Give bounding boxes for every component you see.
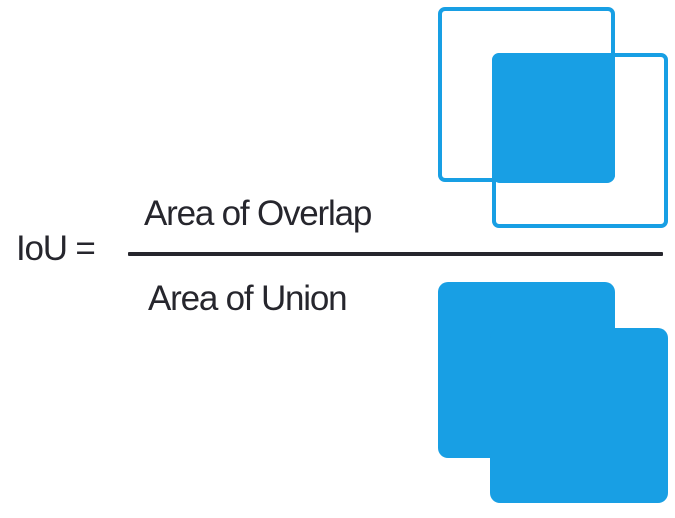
formula-lhs: IoU = — [16, 229, 96, 268]
union-box-b — [490, 328, 668, 503]
overlap-region — [492, 53, 615, 183]
fraction-line — [128, 252, 663, 256]
formula-denominator: Area of Union — [148, 279, 348, 318]
formula-numerator: Area of Overlap — [144, 194, 372, 233]
